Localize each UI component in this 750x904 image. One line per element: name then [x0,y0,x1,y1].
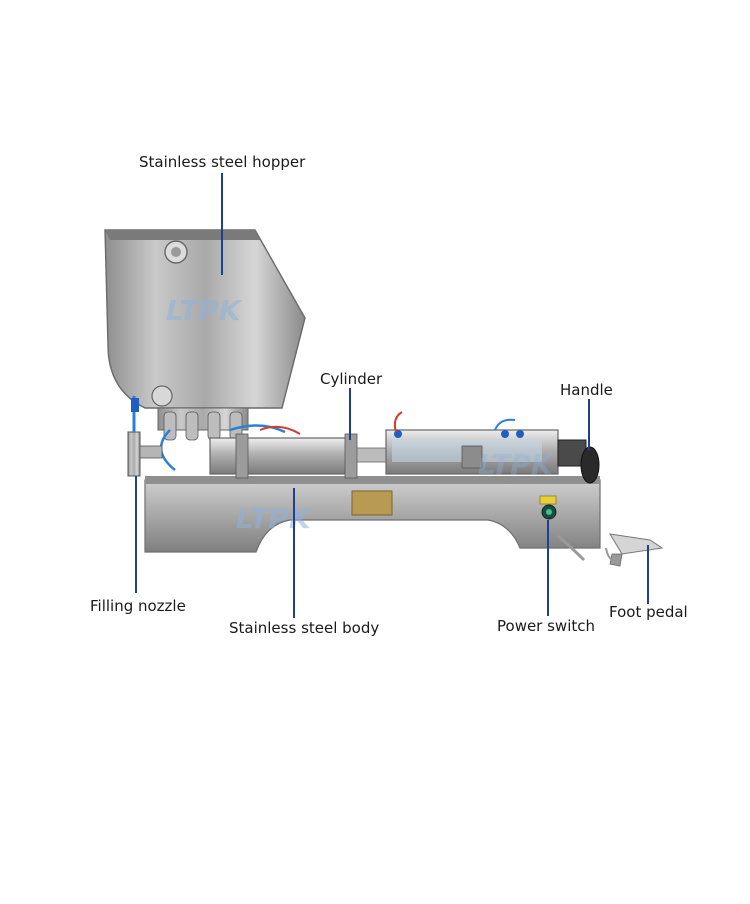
label-cylinder: Cylinder [320,370,383,388]
watermark-body: LTPK [236,502,313,535]
leader-pedal [647,545,649,604]
hopper-shape [104,229,306,409]
nozzle-body [127,431,141,477]
leader-power [547,520,549,616]
leader-handle [588,399,590,450]
machine-base [144,479,601,553]
label-nozzle: Filling nozzle [90,597,186,615]
label-handle: Handle [560,381,613,399]
watermark-top: LTPK [166,294,243,327]
nameplate [351,490,393,516]
foot-pedal-shape [609,533,664,555]
label-power: Power switch [497,617,596,635]
label-body: Stainless steel body [229,619,380,637]
leader-body [293,488,295,618]
label-pedal: Foot pedal [609,603,688,621]
leader-hopper [221,173,223,275]
handle-wheel [580,446,600,484]
watermark-cylinder: LTPK [478,448,555,481]
leader-cylinder [349,388,351,440]
label-hopper: Stainless steel hopper [139,153,306,171]
leader-nozzle [135,476,137,593]
